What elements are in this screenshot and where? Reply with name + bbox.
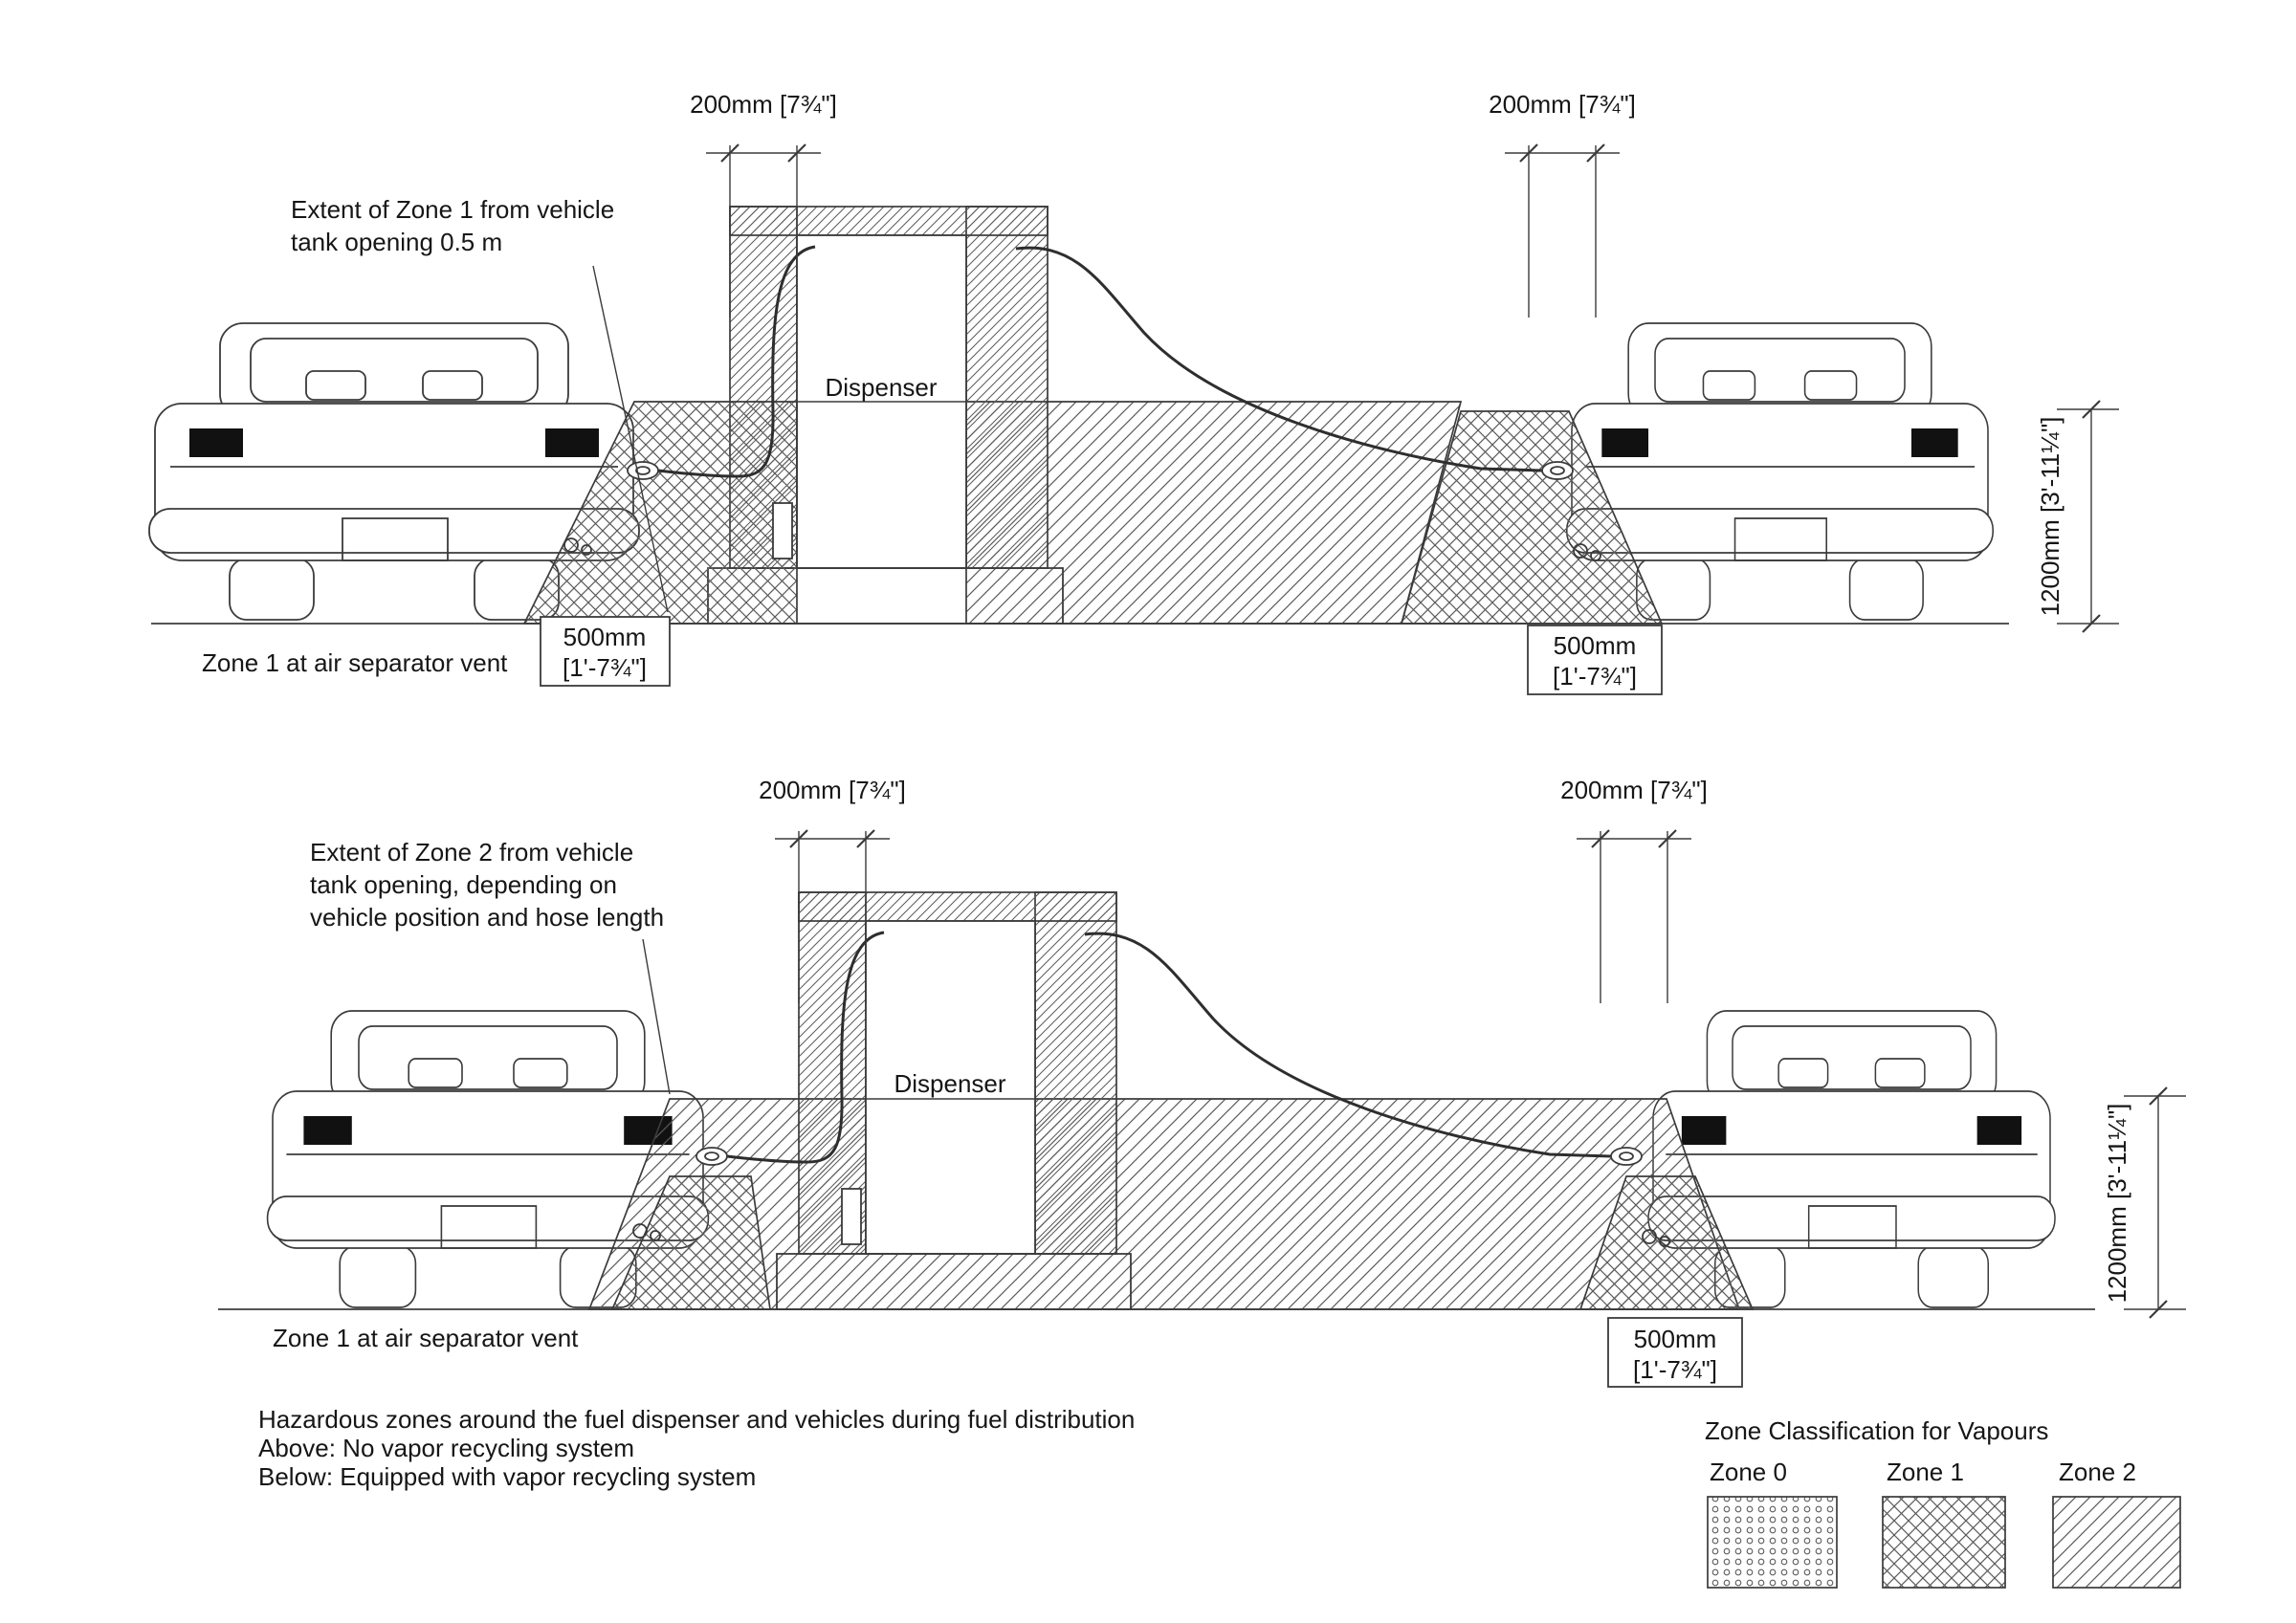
right-vent xyxy=(1642,1229,1657,1244)
left-nozzle xyxy=(695,1147,728,1166)
right-vent-detail xyxy=(1659,1236,1670,1247)
zone1-hatch-left xyxy=(522,401,798,625)
extent-note-line3: vehicle position and hose length xyxy=(310,903,664,932)
dim-1200: 1200mm [3'-11¼"] xyxy=(2103,1086,2186,1319)
left-vent xyxy=(632,1223,648,1239)
dim-500-box: 500mm [1'-7¾"] xyxy=(1607,1317,1743,1388)
vent-note: Zone 1 at air separator vent xyxy=(202,648,508,677)
caption-line3: Below: Equipped with vapor recycling sys… xyxy=(258,1462,756,1491)
right-vent-detail xyxy=(1590,550,1601,561)
dim-200-right: 200mm [7¾"] xyxy=(1560,776,1708,1003)
dim-500-left-line1: 500mm xyxy=(563,623,647,651)
caption: Hazardous zones around the fuel dispense… xyxy=(258,1405,1135,1491)
legend-title: Zone Classification for Vapours xyxy=(1705,1416,2048,1445)
dim-500-line1: 500mm xyxy=(1634,1325,1717,1353)
right-vent xyxy=(1573,543,1588,559)
dim-200-right: 200mm [7¾"] xyxy=(1489,90,1636,318)
caption-line1: Hazardous zones around the fuel dispense… xyxy=(258,1405,1135,1434)
extent-note-line1: Extent of Zone 1 from vehicle xyxy=(291,195,614,224)
legend-label-zone2: Zone 2 xyxy=(2059,1458,2136,1486)
dim-500-right-line1: 500mm xyxy=(1554,631,1637,660)
dispenser-right-column xyxy=(1034,891,1117,1255)
dim-500-right-line2: [1'-7¾"] xyxy=(1553,662,1637,691)
left-nozzle-detail xyxy=(704,1151,719,1161)
legend: Zone Classification for Vapours Zone 0 Z… xyxy=(1705,1416,2181,1589)
extent-note: Extent of Zone 2 from vehicle tank openi… xyxy=(310,838,671,1095)
dispenser-base xyxy=(776,1253,1132,1310)
legend-swatch-zone1-crosshatch xyxy=(1882,1496,2006,1589)
dim-500-left-line2: [1'-7¾"] xyxy=(563,653,647,682)
nozzle-holster xyxy=(841,1188,862,1245)
left-vent-detail xyxy=(581,544,592,556)
dim-500-line2: [1'-7¾"] xyxy=(1633,1355,1717,1384)
zone1-hatch-right xyxy=(1400,410,1664,625)
dispenser-label: Dispenser xyxy=(825,373,937,402)
dispenser-label: Dispenser xyxy=(894,1069,1005,1098)
extent-note-line2: tank opening 0.5 m xyxy=(291,228,502,256)
dispenser-top-bar xyxy=(798,891,1117,922)
hoses xyxy=(563,245,1601,561)
nozzle-holster xyxy=(772,502,793,559)
right-nozzle-detail xyxy=(1619,1151,1634,1161)
dim-200-right-label: 200mm [7¾"] xyxy=(1489,90,1636,119)
left-hose xyxy=(657,245,816,478)
extent-note-line2: tank opening, depending on xyxy=(310,870,617,899)
dispenser xyxy=(776,891,1132,1310)
right-nozzle-detail xyxy=(1550,466,1565,475)
legend-label-zone0: Zone 0 xyxy=(1710,1458,1787,1486)
dim-200-right-label: 200mm [7¾"] xyxy=(1560,776,1708,804)
dim-1200-label: 1200mm [3'-11¼"] xyxy=(2103,1104,2131,1304)
legend-label-zone1: Zone 1 xyxy=(1887,1458,1964,1486)
left-nozzle-detail xyxy=(635,466,651,475)
legend-swatch-zone2-diagonal xyxy=(2052,1496,2181,1589)
right-hose xyxy=(1015,246,1543,472)
right-nozzle xyxy=(1610,1147,1643,1166)
bottom-diagram: Dispenser 200mm [7¾"] xyxy=(218,776,2186,1388)
dim-200-left: 200mm [7¾"] xyxy=(690,90,837,318)
right-hose xyxy=(1084,932,1612,1158)
zone1-hatch-right xyxy=(1578,1175,1755,1310)
vent-note: Zone 1 at air separator vent xyxy=(273,1324,579,1352)
caption-line2: Above: No vapor recycling system xyxy=(258,1434,634,1462)
extent-leader-line xyxy=(642,938,671,1095)
zone1-hatch-left xyxy=(610,1175,771,1310)
left-nozzle xyxy=(627,461,659,480)
dim-500-right-box: 500mm [1'-7¾"] xyxy=(1527,625,1663,695)
dim-1200: 1200mm [3'-11¼"] xyxy=(2036,400,2119,633)
hoses xyxy=(632,931,1670,1247)
extent-note: Extent of Zone 1 from vehicle tank openi… xyxy=(291,195,669,613)
dim-1200-label: 1200mm [3'-11¼"] xyxy=(2036,417,2064,617)
dispenser-top-bar xyxy=(729,206,1049,236)
left-vent-detail xyxy=(650,1230,661,1241)
extent-note-line1: Extent of Zone 2 from vehicle xyxy=(310,838,633,866)
dim-200-left-label: 200mm [7¾"] xyxy=(690,90,837,119)
extent-leader-line xyxy=(592,265,669,613)
top-diagram: Dispenser 200mm [7¾"] xyxy=(148,90,2119,695)
dispenser-cabinet xyxy=(865,920,1036,1255)
left-hose xyxy=(726,931,885,1164)
left-vent xyxy=(563,537,579,553)
dim-500-left-box: 500mm [1'-7¾"] xyxy=(540,616,671,687)
right-nozzle xyxy=(1541,461,1574,480)
dispenser-right-column xyxy=(965,206,1049,569)
legend-swatch-zone0-dots xyxy=(1707,1496,1838,1589)
dim-200-left: 200mm [7¾"] xyxy=(759,776,906,1003)
dim-200-left-label: 200mm [7¾"] xyxy=(759,776,906,804)
